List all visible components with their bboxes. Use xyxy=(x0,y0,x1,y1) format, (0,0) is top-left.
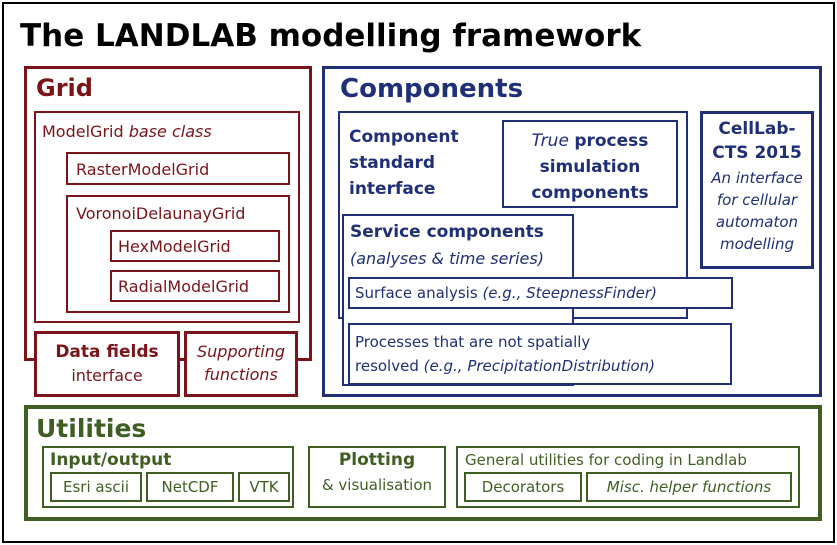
io-heading: Input/output xyxy=(50,450,172,470)
supporting-line-1: Supporting xyxy=(197,342,285,361)
esri-box xyxy=(50,472,142,502)
surface-prefix: Surface analysis xyxy=(355,284,478,302)
true-process-box xyxy=(502,120,678,208)
datafields-bold: Data fields xyxy=(55,342,159,362)
supporting-label: Supporting functions xyxy=(184,342,298,384)
processes-example: (e.g., PrecipitationDistribution) xyxy=(423,357,656,375)
cellab-desc-2: for cellular xyxy=(716,191,798,209)
hex-box xyxy=(110,230,280,262)
cellab-desc-4: modelling xyxy=(719,235,795,253)
radial-label: RadialModelGrid xyxy=(118,277,250,296)
plotting-bold: Plotting xyxy=(338,450,416,470)
misc-label: Misc. helper functions xyxy=(606,478,772,496)
cellab-title-1: CellLab- xyxy=(718,119,796,139)
cellab-label: CellLab- CTS 2015 An interface for cellu… xyxy=(700,117,814,255)
raster-label: RasterModelGrid xyxy=(76,160,210,179)
hex-label: HexModelGrid xyxy=(118,237,231,256)
processes-line-2-prefix: resolved xyxy=(355,357,419,375)
netcdf-box xyxy=(146,472,234,502)
standard-interface-label: Component standard interface xyxy=(349,124,459,202)
netcdf-label: NetCDF xyxy=(161,478,219,496)
standard-line-3: interface xyxy=(349,179,436,199)
true-word: True xyxy=(531,131,569,151)
components-word: components xyxy=(531,183,649,203)
misc-box xyxy=(586,472,792,502)
vtk-box xyxy=(238,472,290,502)
simulation-word: simulation xyxy=(539,157,641,177)
service-subheading: (analyses & time series) xyxy=(350,249,544,268)
plotting-box xyxy=(308,446,446,508)
surface-analysis-label: Surface analysis (e.g., SteepnessFinder) xyxy=(355,284,657,302)
processes-line-1: Processes that are not spatially xyxy=(355,333,591,351)
modelgrid-name: ModelGrid xyxy=(42,122,124,141)
vtk-label: VTK xyxy=(249,478,279,496)
radial-box xyxy=(110,270,280,302)
supporting-line-2: functions xyxy=(204,365,278,384)
service-heading: Service components xyxy=(350,222,544,242)
cellab-box xyxy=(700,111,814,269)
components-heading: Components xyxy=(340,74,524,104)
modelgrid-label: ModelGrid base class xyxy=(42,122,212,141)
general-label: General utilities for coding in Landlab xyxy=(465,451,747,469)
standard-line-2: standard xyxy=(349,153,436,173)
datafields-box xyxy=(34,331,180,397)
standard-line-1: Component xyxy=(349,127,459,147)
surface-example: (e.g., SteepnessFinder) xyxy=(482,284,657,302)
decorators-box xyxy=(464,472,582,502)
esri-label: Esri ascii xyxy=(63,478,129,496)
datafields-rest: interface xyxy=(71,366,143,385)
decorators-label: Decorators xyxy=(481,478,565,496)
voronoi-label: VoronoiDelaunayGrid xyxy=(76,204,246,223)
true-process-label: True process simulation components xyxy=(502,128,678,206)
cellab-title-2: CTS 2015 xyxy=(712,143,802,163)
cellab-desc-3: automaton xyxy=(715,213,799,231)
supporting-box xyxy=(184,331,298,397)
datafields-label: Data fields interface xyxy=(34,342,180,385)
processes-label: Processes that are not spatially resolve… xyxy=(355,330,655,378)
surface-analysis-box xyxy=(348,277,733,309)
grid-heading: Grid xyxy=(36,74,93,102)
process-word: process xyxy=(574,131,649,151)
page-title: The LANDLAB modelling framework xyxy=(20,18,642,54)
modelgrid-suffix: base class xyxy=(128,122,212,141)
raster-box xyxy=(66,152,290,185)
plotting-label: Plotting & visualisation xyxy=(308,450,446,494)
plotting-rest: & visualisation xyxy=(321,476,433,494)
cellab-desc-1: An interface xyxy=(711,169,803,187)
processes-box xyxy=(348,323,732,385)
utilities-heading: Utilities xyxy=(36,414,147,443)
